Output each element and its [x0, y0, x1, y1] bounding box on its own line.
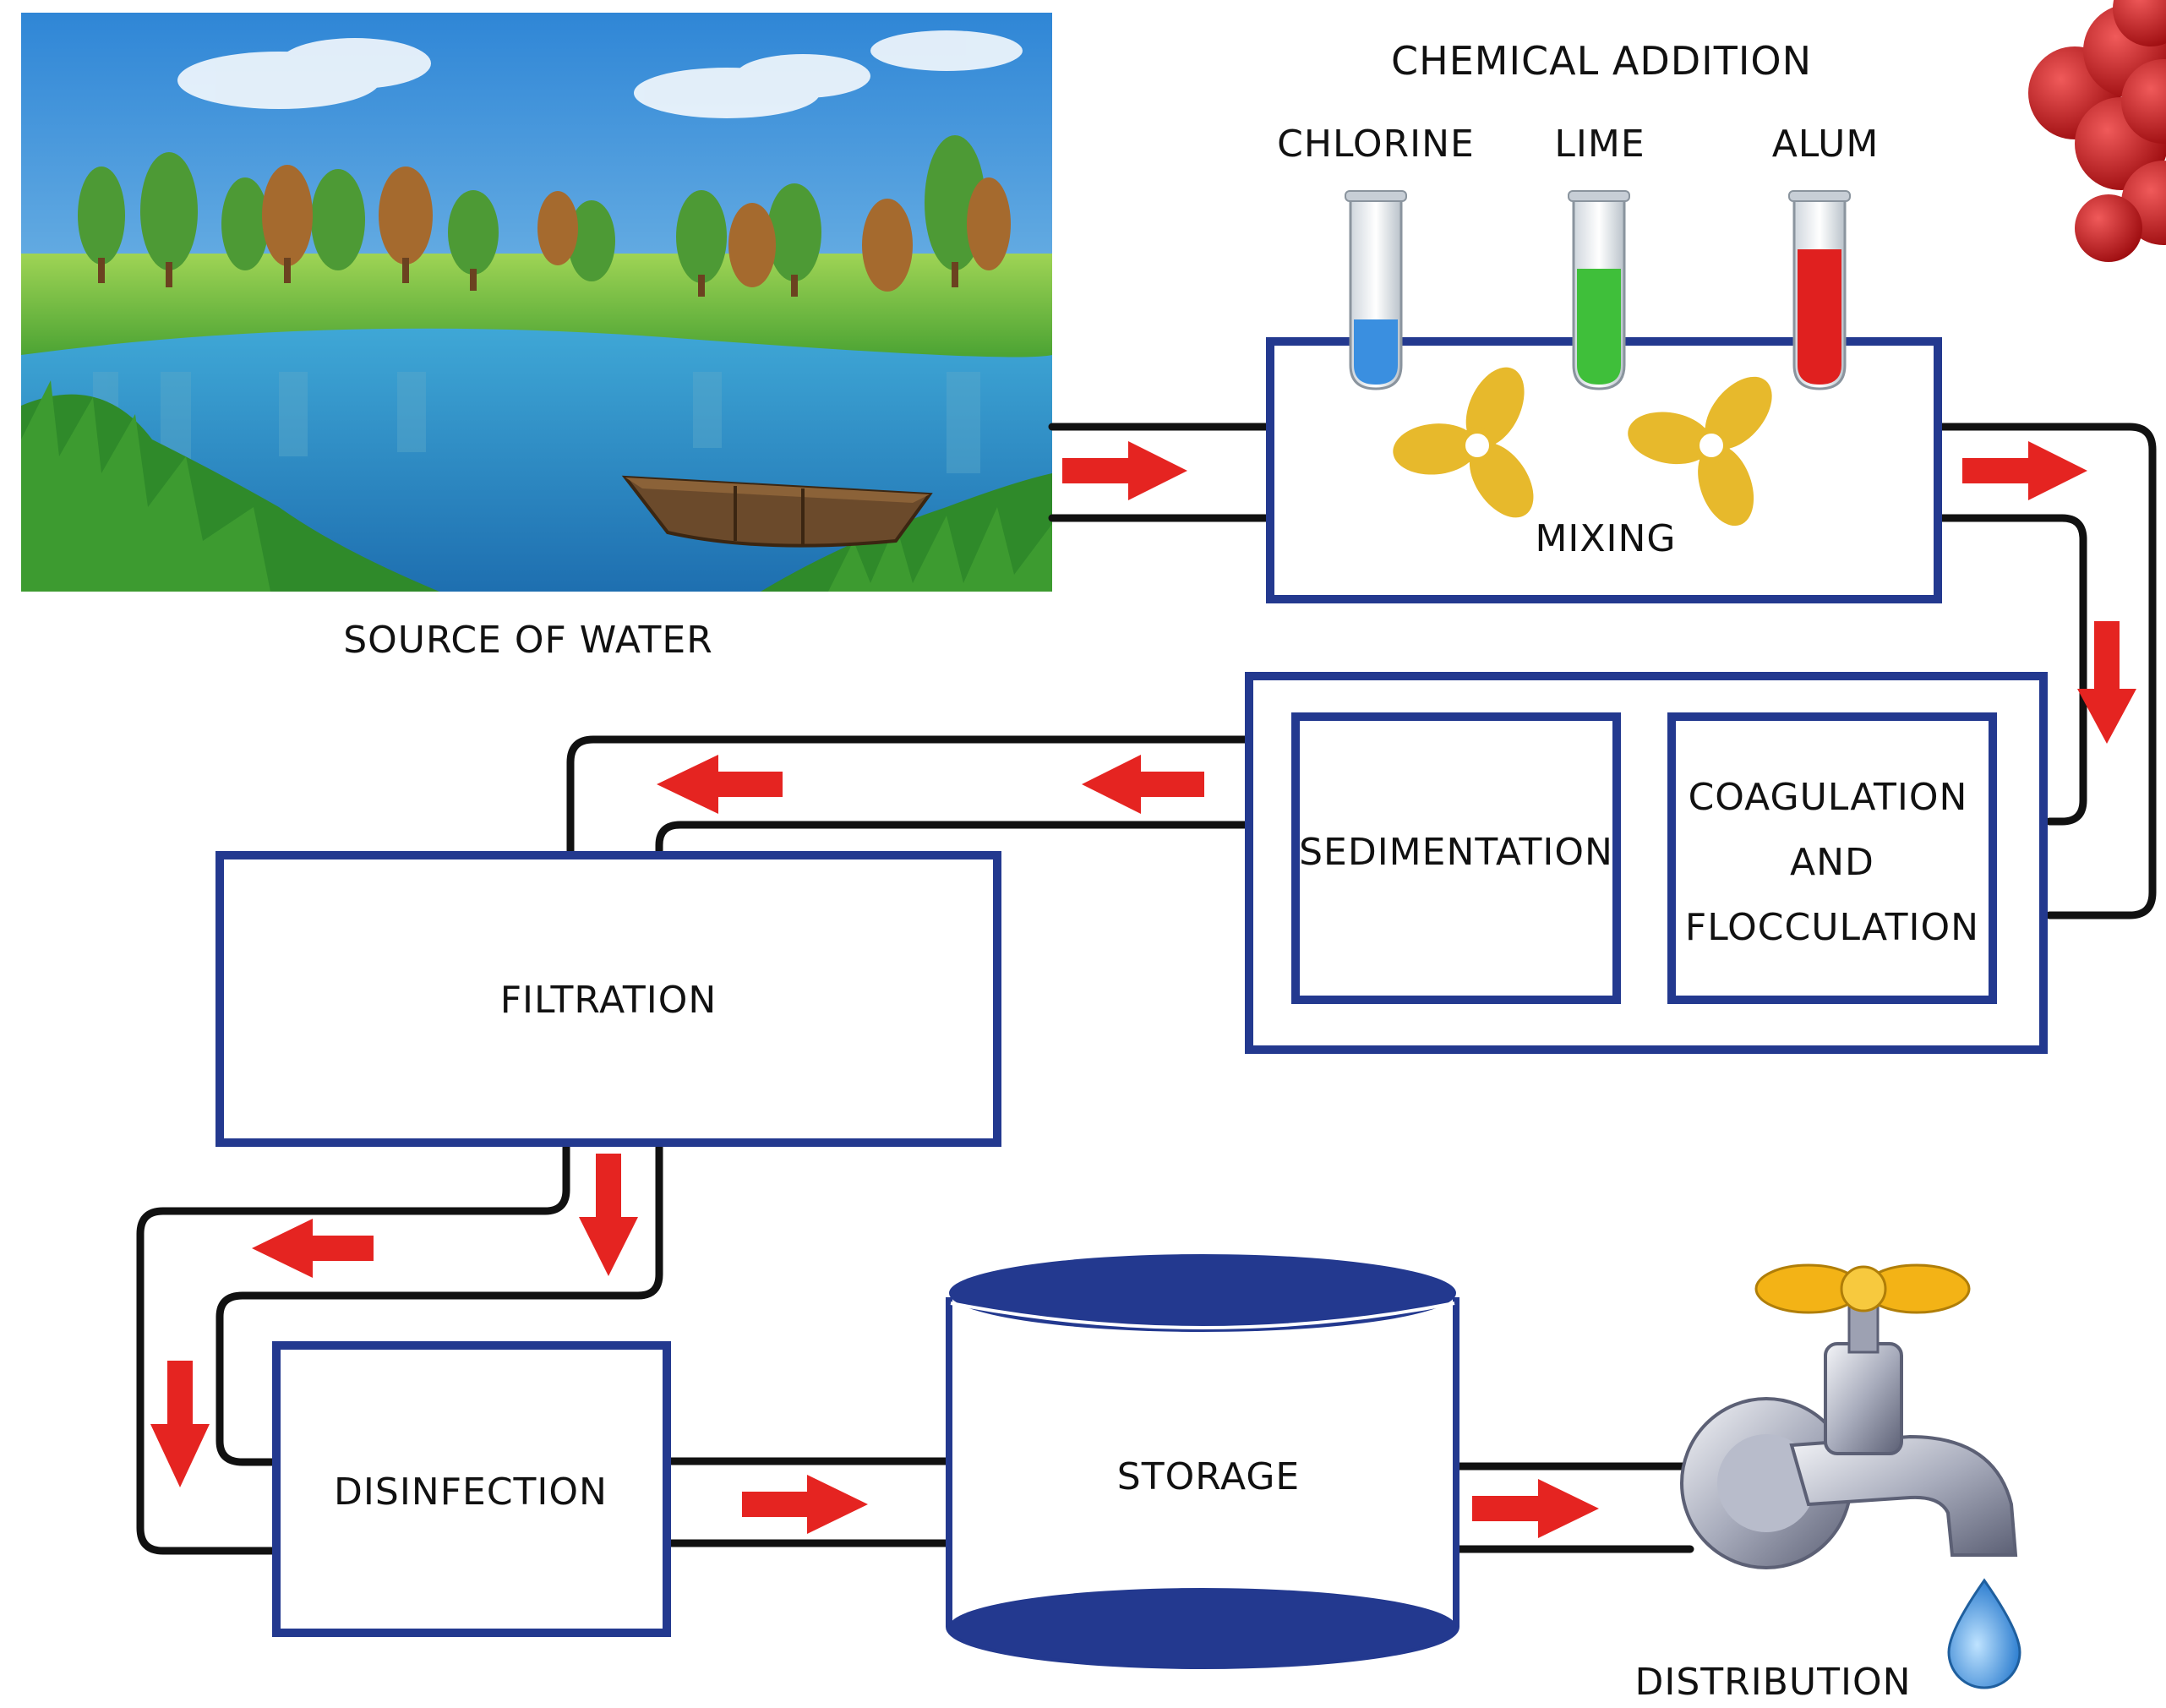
sedimentation-label: SEDIMENTATION	[1299, 831, 1613, 874]
flow-arrow-icon	[1472, 1479, 1599, 1538]
water-tank-icon	[946, 1254, 1459, 1669]
chemical-addition-label: CHEMICAL ADDITION	[1390, 38, 1813, 84]
pipes	[136, 423, 2157, 1555]
flow-arrow-icon	[2077, 621, 2136, 744]
test-tube-chlorine-icon	[1345, 190, 1407, 390]
rowboat-icon	[621, 475, 933, 548]
lime-label: LIME	[1554, 123, 1645, 166]
flow-arrow-icon	[657, 755, 783, 814]
source-of-water-label: SOURCE OF WATER	[343, 619, 713, 662]
storage-label: STORAGE	[1116, 1455, 1301, 1498]
coagulation-label-line1: COAGULATION	[1688, 776, 1968, 819]
flow-arrow-icon	[742, 1475, 868, 1534]
flow-arrow-icon	[579, 1154, 638, 1276]
test-tube-lime-icon	[1568, 190, 1630, 390]
flow-arrow-icon	[1062, 441, 1187, 500]
lake-landscape-icon	[21, 13, 1052, 592]
chlorine-label: CHLORINE	[1277, 123, 1475, 166]
propeller-icon	[1393, 367, 1534, 518]
flow-arrow-icon	[1082, 755, 1204, 814]
filtration-box	[216, 851, 1001, 1147]
distribution-label: DISTRIBUTION	[1634, 1661, 1912, 1704]
disinfection-box	[272, 1341, 671, 1637]
flow-arrow-icon	[252, 1219, 374, 1278]
mixing-label: MIXING	[1535, 517, 1677, 560]
flow-arrows	[150, 441, 2136, 1538]
filtration-label: FILTRATION	[499, 979, 717, 1022]
test-tube-alum-icon	[1788, 190, 1851, 390]
molecule-icon	[2028, 0, 2166, 262]
coagulation-box	[1667, 712, 1997, 1004]
flow-arrow-icon	[150, 1361, 210, 1487]
coagulation-label-line2: AND	[1790, 841, 1874, 884]
sedimentation-box	[1291, 712, 1621, 1004]
disinfection-label: DISINFECTION	[334, 1471, 608, 1514]
water-drop-icon	[1947, 1578, 2021, 1689]
flow-arrow-icon	[1962, 441, 2087, 500]
alum-label: ALUM	[1771, 123, 1880, 166]
coagulation-label-line3: FLOCCULATION	[1684, 906, 1980, 949]
water-tap-icon	[1680, 1263, 2021, 1689]
tap-handle	[1754, 1263, 1971, 1314]
propeller-icon	[1628, 376, 1772, 527]
tree-line	[78, 135, 1011, 297]
